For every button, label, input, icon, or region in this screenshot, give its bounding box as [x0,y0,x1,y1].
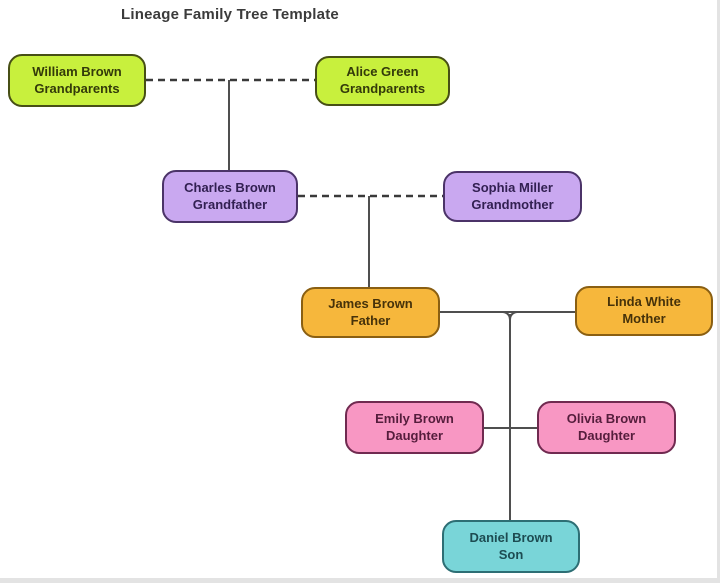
node-charles-brown-grandfather[interactable]: Charles Brown Grandfather [162,170,298,223]
person-role: Grandfather [192,196,268,212]
person-name: Alice Green [346,64,419,80]
person-name: Daniel Brown [469,529,553,545]
node-linda-white-mother[interactable]: Linda White Mother [575,286,713,336]
node-olivia-brown-daughter[interactable]: Olivia Brown Daughter [537,401,676,454]
node-sophia-miller-grandmother[interactable]: Sophia Miller Grandmother [443,171,582,222]
diagram-title: Lineage Family Tree Template [121,6,339,23]
edge-couple-merge-fillet [502,311,518,321]
node-william-brown-grandparents[interactable]: William Brown Grandparents [8,54,146,107]
person-role: Grandparents [34,80,120,96]
person-role: Daughter [577,427,636,443]
node-alice-green-grandparents[interactable]: Alice Green Grandparents [315,56,450,106]
person-role: Grandmother [471,196,554,212]
person-name: Linda White [607,294,681,310]
person-name: James Brown [328,295,413,311]
person-name: Sophia Miller [472,179,553,195]
person-role: Grandparents [339,81,426,96]
node-emily-brown-daughter[interactable]: Emily Brown Daughter [345,401,484,454]
person-name: William Brown [32,63,122,79]
person-name: Charles Brown [184,179,276,195]
person-role: Mother [622,311,666,326]
node-daniel-brown-son[interactable]: Daniel Brown Son [442,520,580,573]
person-role: Son [498,546,524,562]
person-name: Olivia Brown [566,410,647,426]
node-james-brown-father[interactable]: James Brown Father [301,287,440,338]
person-role: Father [350,312,391,328]
person-role: Daughter [385,427,444,443]
person-name: Emily Brown [375,410,454,426]
